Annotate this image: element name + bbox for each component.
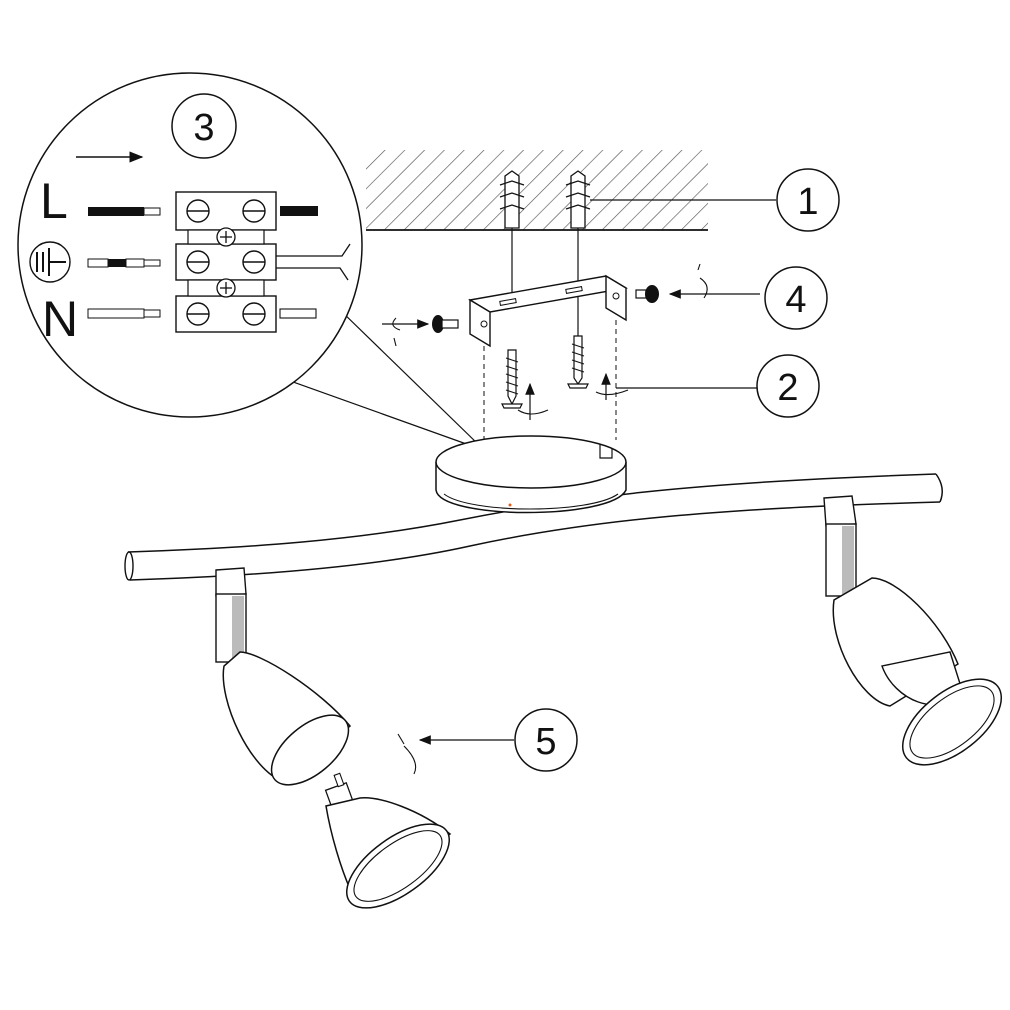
terminal-block <box>175 191 277 333</box>
step-2-number: 2 <box>777 367 798 409</box>
mounting-bracket <box>468 274 628 348</box>
wire-label-live: L <box>40 173 68 229</box>
neutral-wire <box>87 308 161 319</box>
gu10-bulb <box>324 772 452 909</box>
wall-plug-left <box>499 170 525 300</box>
wall-plug-right <box>565 170 591 340</box>
earth-wire-out <box>276 243 351 257</box>
ceiling-canopy <box>435 435 627 514</box>
fixture-bar <box>124 473 943 581</box>
earth-symbol-icon <box>29 241 71 283</box>
bracket-screw-left <box>432 315 459 333</box>
neutral-wire-out <box>279 308 317 319</box>
rotate-arrow-icon <box>517 409 549 415</box>
mounting-screw-left <box>501 349 523 409</box>
step-1-number: 1 <box>797 181 818 223</box>
rotate-arrow-icon <box>697 263 708 299</box>
step-5-badge: 5 <box>514 708 578 772</box>
live-wire-out <box>280 206 318 216</box>
wire-label-neutral: N <box>42 291 78 347</box>
step-5-number: 5 <box>535 721 556 763</box>
rotate-arrow-icon <box>403 745 417 775</box>
callout-line-b <box>337 307 481 447</box>
spotlight-left <box>215 567 352 786</box>
step-3-number: 3 <box>193 107 214 149</box>
mounting-screw-right <box>567 335 589 389</box>
step-2-badge: 2 <box>756 354 820 418</box>
spotlight-right <box>823 495 1003 766</box>
terminal-detail-callout: 3 L N <box>17 72 481 447</box>
ceiling-hatch <box>366 150 708 230</box>
step-4-number: 4 <box>785 279 806 321</box>
callout-line-a <box>281 377 473 447</box>
rotate-arrow-icon <box>392 317 401 347</box>
live-wire <box>88 207 161 216</box>
rotate-arrow-icon <box>595 389 629 396</box>
bracket-screw-right <box>635 285 659 303</box>
step-3-badge: 3 <box>171 93 237 159</box>
step-1-badge: 1 <box>776 168 840 232</box>
earth-wire <box>87 258 161 268</box>
step-4-badge: 4 <box>764 266 828 330</box>
